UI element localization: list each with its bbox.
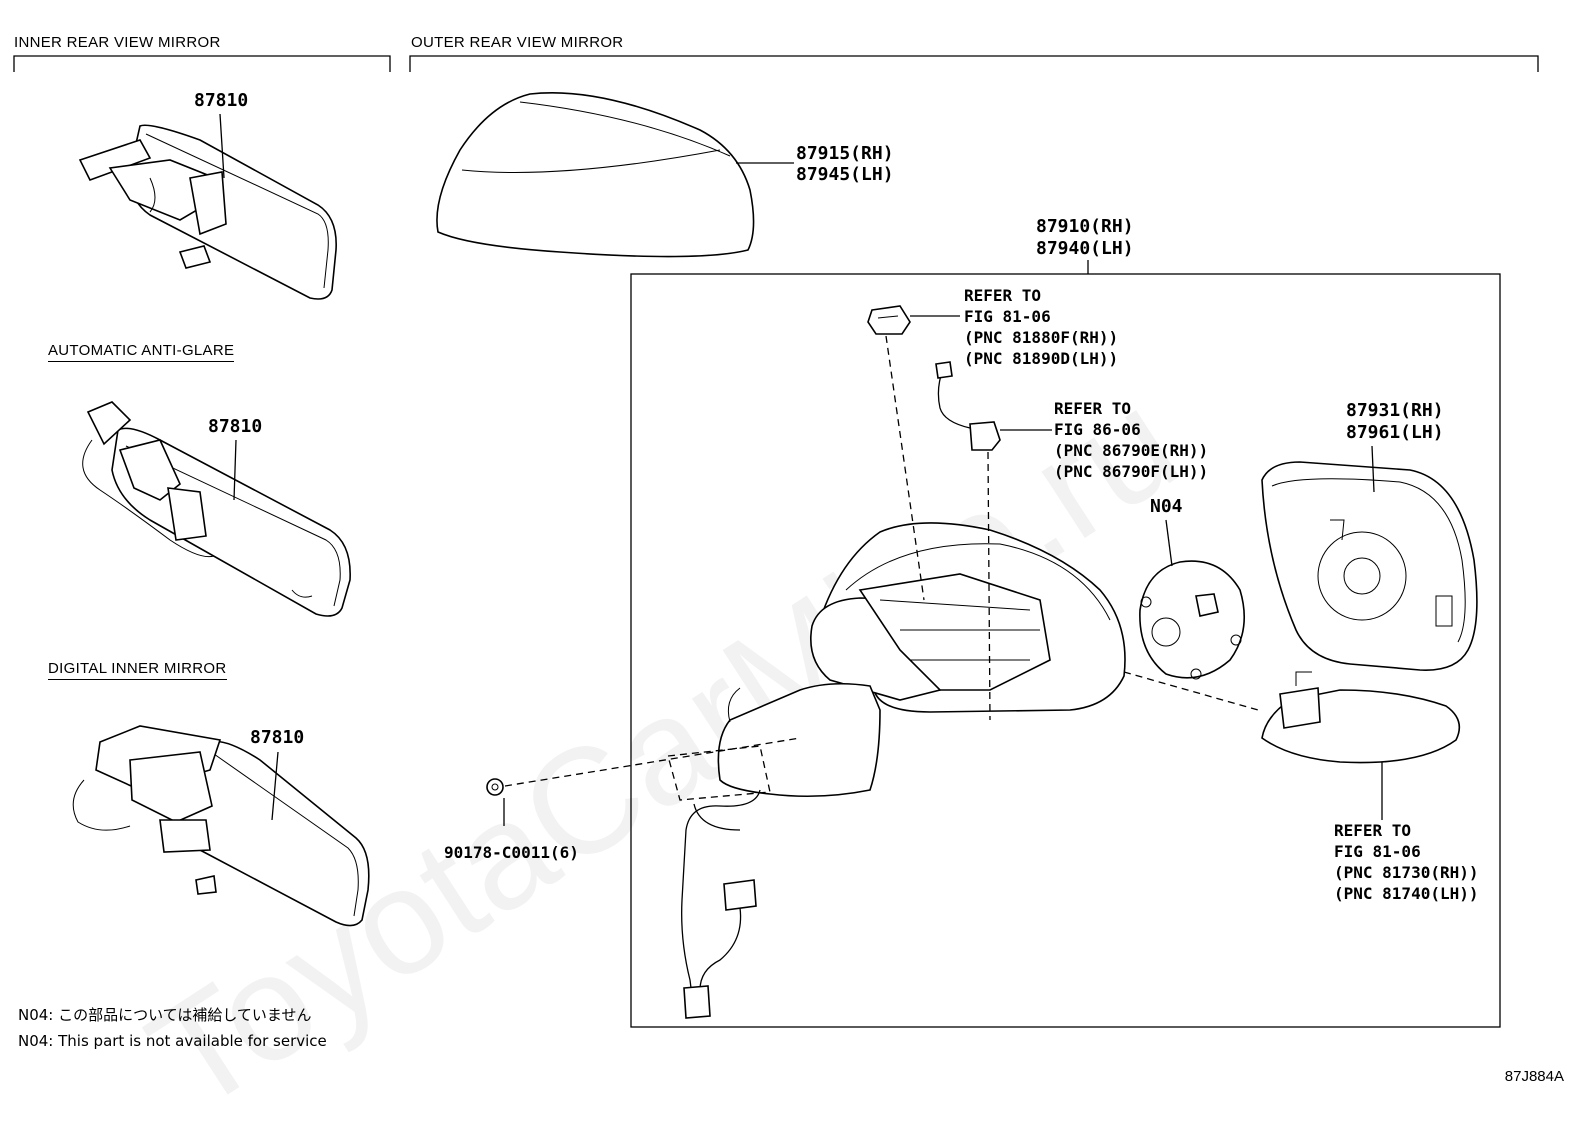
part-number-assembly-lh: 87940(LH) bbox=[1036, 238, 1134, 259]
anti-glare-mirror-drawing bbox=[82, 401, 351, 617]
reference-turn-signal-line-3: (PNC 81730(RH)) bbox=[1334, 863, 1479, 882]
outer-section-bracket bbox=[409, 55, 1539, 72]
part-number-anti-glare-mirror: 87810 bbox=[208, 416, 263, 437]
turn-signal-drawing bbox=[1261, 671, 1461, 764]
leader-inner-mirror bbox=[219, 113, 225, 179]
inner-section-bracket bbox=[13, 55, 391, 72]
part-number-cover-lh: 87945(LH) bbox=[796, 164, 894, 185]
parts-diagram bbox=[13, 55, 1539, 1028]
reference-camera-line-3: (PNC 86790E(RH)) bbox=[1054, 441, 1209, 460]
camera-part-drawing bbox=[935, 361, 1001, 451]
note-japanese: N04: この部品については補給していません bbox=[18, 1006, 312, 1024]
dashed-clip-to-base bbox=[504, 737, 801, 787]
section-outer-rear-view-mirror: OUTER REAR VIEW MIRROR bbox=[411, 34, 624, 51]
digital-mirror-drawing bbox=[72, 725, 370, 927]
reference-turn-signal-line-1: REFER TO bbox=[1334, 821, 1412, 840]
actuator-drawing bbox=[1139, 560, 1246, 680]
assembly-frame bbox=[630, 273, 1501, 1028]
mirror-glass-drawing bbox=[1261, 461, 1478, 671]
part-number-actuator: N04 bbox=[1150, 496, 1183, 517]
part-number-cover-rh: 87915(RH) bbox=[796, 143, 894, 164]
section-automatic-anti-glare: AUTOMATIC ANTI-GLARE bbox=[48, 342, 235, 362]
dashed-lamp-to-body bbox=[885, 335, 925, 601]
figure-id: 87J884A bbox=[1504, 1068, 1564, 1085]
part-number-inner-mirror: 87810 bbox=[194, 90, 249, 111]
section-inner-rear-view-mirror: INNER REAR VIEW MIRROR bbox=[14, 34, 221, 51]
part-number-glass-lh: 87961(LH) bbox=[1346, 422, 1444, 443]
leader-anti-glare-mirror bbox=[233, 439, 237, 501]
part-number-clip: 90178-C0011(6) bbox=[444, 843, 579, 862]
reference-lamp-line-3: (PNC 81880F(RH)) bbox=[964, 328, 1119, 347]
part-number-digital-mirror: 87810 bbox=[250, 727, 305, 748]
reference-lamp: REFER TO FIG 81-06 (PNC 81880F(RH)) (PNC… bbox=[964, 285, 1118, 369]
reference-turn-signal: REFER TO FIG 81-06 (PNC 81730(RH)) (PNC … bbox=[1334, 820, 1479, 904]
note-english: N04: This part is not available for serv… bbox=[18, 1032, 327, 1050]
part-number-glass-rh: 87931(RH) bbox=[1346, 400, 1444, 421]
reference-turn-signal-line-4: (PNC 81740(LH)) bbox=[1334, 884, 1479, 903]
outer-mirror-body-drawing bbox=[681, 522, 1126, 1019]
leader-mirror-glass bbox=[1371, 445, 1375, 493]
reference-turn-signal-line-2: FIG 81-06 bbox=[1334, 842, 1421, 861]
dashed-base-box bbox=[667, 745, 771, 801]
inner-mirror-drawing bbox=[78, 124, 337, 300]
part-number-assembly-rh: 87910(RH) bbox=[1036, 216, 1134, 237]
section-digital-inner-mirror: DIGITAL INNER MIRROR bbox=[48, 660, 227, 680]
reference-camera-line-2: FIG 86-06 bbox=[1054, 420, 1141, 439]
lamp-part-drawing bbox=[867, 305, 911, 335]
reference-camera-line-1: REFER TO bbox=[1054, 399, 1132, 418]
dashed-camera-to-body bbox=[987, 451, 991, 721]
reference-camera-line-4: (PNC 86790F(LH)) bbox=[1054, 462, 1209, 481]
reference-lamp-line-1: REFER TO bbox=[964, 286, 1042, 305]
leader-actuator bbox=[1165, 519, 1173, 567]
reference-lamp-line-2: FIG 81-06 bbox=[964, 307, 1051, 326]
leader-digital-mirror bbox=[271, 751, 279, 821]
reference-camera: REFER TO FIG 86-06 (PNC 86790E(RH)) (PNC… bbox=[1054, 398, 1208, 482]
reference-lamp-line-4: (PNC 81890D(LH)) bbox=[964, 349, 1119, 368]
clip-drawing bbox=[486, 778, 504, 796]
mirror-cover-drawing bbox=[436, 91, 755, 258]
